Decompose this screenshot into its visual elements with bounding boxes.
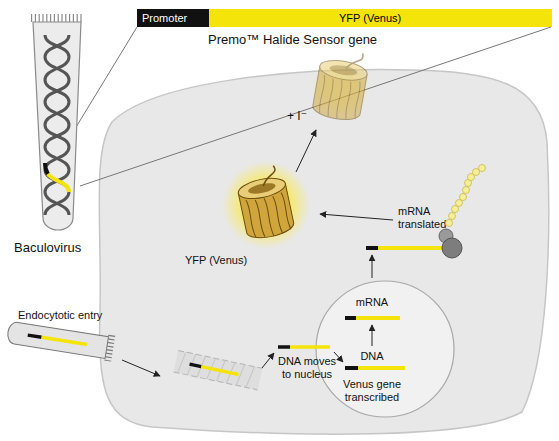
flow-arrow — [296, 130, 316, 172]
cell-membrane — [99, 70, 549, 434]
mrna-strand — [356, 316, 400, 320]
nucleus: mRNA DNA Venus gene transcribed — [315, 280, 455, 418]
flow-arrow — [122, 360, 160, 376]
node-text: Venus gene transcribed — [332, 378, 412, 404]
entering-virus — [6, 319, 112, 361]
mrna-strand — [366, 246, 378, 250]
mrna-strand — [378, 246, 452, 250]
flow-arrow — [372, 255, 373, 278]
node-text: DNA moves to nucleus — [272, 355, 342, 381]
released-dna — [190, 364, 239, 374]
flow-arrow — [334, 352, 343, 362]
nuclear-envelope — [316, 281, 454, 417]
flow-arrow — [372, 325, 373, 346]
promoter-segment: Promoter — [137, 9, 209, 27]
cell-body: YFP (Venus) mRNA translatedDNA moves to n… — [92, 62, 552, 437]
node-text: DNA — [347, 350, 397, 363]
uncoating-virus — [174, 350, 263, 389]
leader-line — [56, 27, 137, 160]
peptide-chain — [446, 165, 486, 227]
node-text: mRNA translated — [398, 205, 460, 231]
baculovirus-particle — [31, 18, 83, 230]
dna-strand — [290, 345, 330, 349]
yfp-gene-segment: YFP (Venus) — [209, 9, 552, 27]
yfp-protein-bright — [222, 161, 310, 249]
annotation-label: Baculovirus — [14, 241, 81, 256]
flow-arrow — [320, 214, 393, 220]
annotation-label: Premo™ Halide Sensor gene — [208, 33, 377, 48]
mrna-strand — [345, 316, 356, 320]
node-text: Promoter — [142, 9, 209, 27]
node-text: YFP (Venus) — [339, 9, 552, 27]
node-text: mRNA — [342, 296, 402, 309]
yfp-protein-quenched — [310, 46, 371, 122]
node-text: YFP (Venus) — [180, 254, 252, 267]
cell-outline — [92, 62, 552, 437]
leader-line — [80, 27, 551, 186]
ribosome — [439, 229, 462, 258]
dna-strand — [278, 345, 290, 349]
dna-strand — [358, 366, 405, 370]
annotation-label: Endocytotic entry — [18, 309, 102, 322]
flow-arrow — [262, 353, 274, 368]
dna-strand — [345, 366, 358, 370]
